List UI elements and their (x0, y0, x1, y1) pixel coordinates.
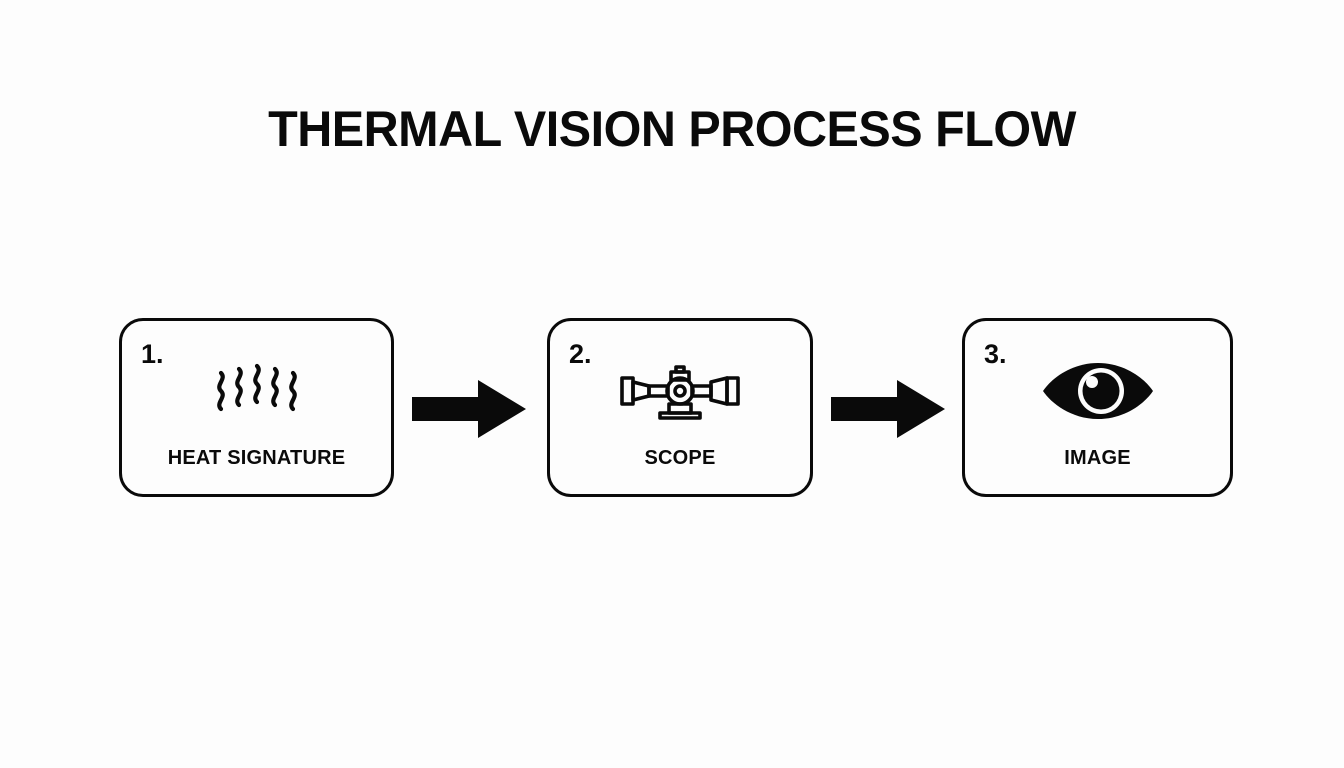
step-label: SCOPE (644, 447, 716, 469)
arrow-right-icon (831, 380, 945, 438)
step-label: IMAGE (1064, 447, 1131, 469)
arrow-right-icon (412, 380, 526, 438)
step-card-image[interactable]: 3. IMAGE (962, 318, 1233, 497)
step-number: 1. (141, 339, 164, 369)
rifle-scope-icon (550, 349, 810, 433)
step-label: HEAT SIGNATURE (167, 447, 346, 469)
step-card-heat-signature[interactable]: 1. HEAT SIGNATURE (119, 318, 394, 497)
process-flow-row: 1. HEAT SIGNATURE 2. (0, 318, 1344, 498)
step-card-scope[interactable]: 2. (547, 318, 813, 497)
eye-icon (965, 349, 1230, 433)
heat-waves-icon (122, 349, 391, 433)
page-title: THERMAL VISION PROCESS FLOW (268, 101, 1076, 157)
step-number: 2. (569, 339, 592, 369)
step-number: 3. (984, 339, 1007, 369)
